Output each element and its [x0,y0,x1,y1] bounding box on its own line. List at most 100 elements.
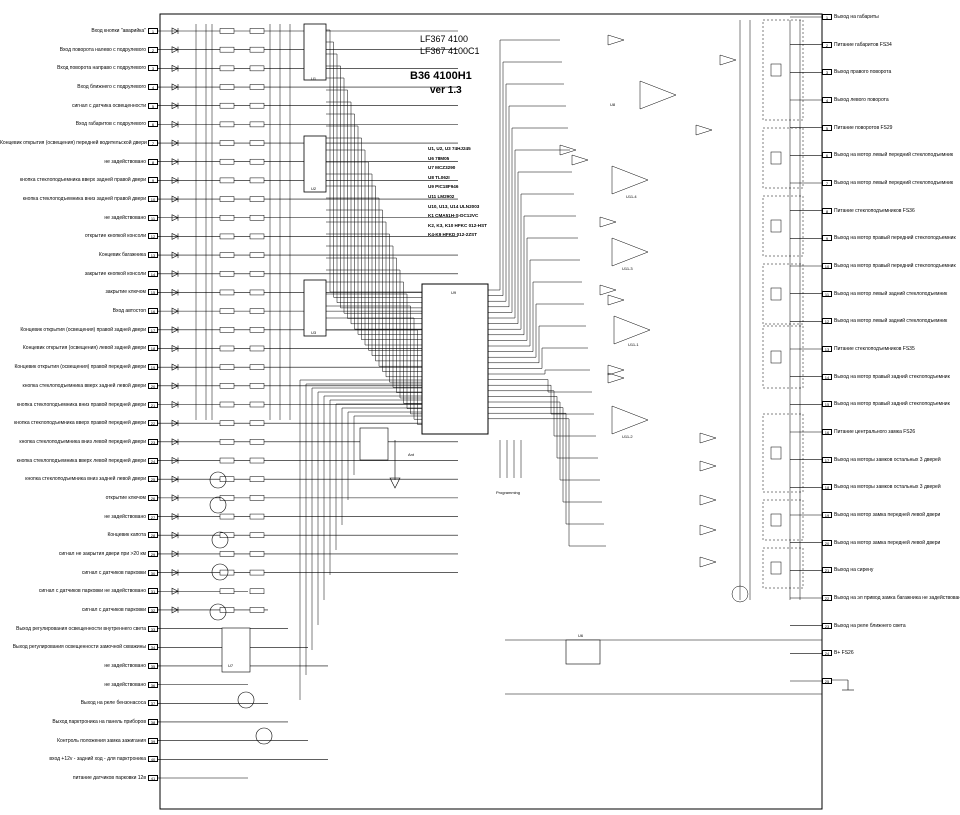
right-pin: 20 [822,539,832,546]
left-pin: 2 [148,46,158,53]
left-input-label: Выход регулирования освещенности замочно… [12,644,146,651]
relay-boxes [762,19,804,589]
right-pin: 2 [822,41,832,48]
left-input-label: кнопка стеклоподъемника вверх задней пра… [19,177,146,184]
left-input-label: Концевик открытия (освещения) левой задн… [22,345,146,352]
chip-u2 [303,135,327,193]
left-pin: 31 [148,588,158,595]
model-line-2: LF367 4100C1 [420,46,480,56]
left-input-label: Вход поворота налево с подрулевого [59,46,146,53]
left-pin: 30 [148,569,158,576]
right-pin: 6 [822,152,832,159]
legend-line: U6 78M05 [428,155,450,161]
bus-lines [299,29,422,700]
transistor-stages [209,471,273,745]
chip-label-u9: U9 [451,290,457,295]
left-input-label: Вход поворота направо с подрулевого [57,65,146,72]
left-pin: 33 [148,625,158,632]
left-pin: 41 [148,775,158,781]
left-input-label: Вход кнопки "аварийка" [91,28,146,34]
programming-header [499,440,522,478]
model-line-1: LF367 4100 [420,34,469,44]
right-pin: 12 [822,318,832,325]
left-pin: 28 [148,532,158,539]
right-pin: 25 [822,678,832,684]
chip-label-u7: U7 [228,663,234,668]
right-output-label: Выход на мотор правый передний стеклопод… [834,263,956,269]
left-input-label: открытие ключом [105,494,146,501]
antenna-icon [389,477,401,489]
right-pin: 1 [822,14,832,20]
right-output-label: Выход на реле ближнего света [834,622,906,629]
left-input-label: не задействовано [104,214,146,221]
left-input-label: Вход габаритов с подрулевого [75,121,146,128]
left-input-label: Концевик багажника [98,252,146,259]
left-pin: 34 [148,644,158,651]
left-input-label: Контроль положения замка зажигания [57,737,146,744]
left-pin: 4 [148,84,158,91]
chip-label-u1: U1 [311,76,317,81]
right-pin: 13 [822,346,832,352]
left-pin: 40 [148,756,158,763]
right-output-label: Выход на мотор левый задний стеклоподъем… [834,290,948,297]
legend-line: U9 PIC18F946 [428,184,459,190]
right-output-label: Выход правого поворота [834,69,892,76]
legend-line: U11 LM2902 [428,194,455,199]
right-pin: 3 [822,69,832,76]
left-input-label: кнопка стеклоподъемника вниз правой пере… [16,401,146,408]
right-pin: 24 [822,650,832,657]
left-pin: 21 [148,401,158,408]
left-pin: 16 [148,308,158,315]
chip-label-u2: U2 [311,186,317,191]
chip-label-u11-1: U11-1 [628,342,639,347]
left-pin: 6 [148,121,158,128]
left-input-label: Выход на реле бензонасоса [80,700,146,707]
legend-line: K1 CMA51H-S-DC12VC [428,213,479,219]
left-pin: 1 [148,28,158,34]
left-input-label: не задействовано [104,662,146,669]
left-input-label: кнопка стеклоподъемника вверх правой пер… [14,420,146,427]
left-pin: 13 [148,252,158,259]
left-pin: 17 [148,326,158,333]
right-output-label: Выход на мотор левый передний стеклоподъ… [834,152,954,159]
chip-label-u11-3: U11-3 [622,266,633,271]
right-pin: 21 [822,567,832,574]
left-pin: 35 [148,662,158,669]
left-pin: 8 [148,158,158,165]
left-input-label: закрытие ключом [105,289,146,296]
left-pin: 37 [148,700,158,707]
left-pin: 24 [148,457,158,464]
left-pin: 19 [148,364,158,371]
right-pin: 8 [822,207,832,214]
right-output-label: Выход на эл привод замка багажника не за… [834,595,960,601]
right-output-label: Выход на габариты [834,14,879,20]
left-input-label: Вход ближнего с подрулевого [77,84,146,91]
right-output-label: Выход на мотор замка передней левой двер… [834,512,941,518]
left-input-label: Выход парктроника на панель приборов [52,718,146,725]
right-pin: 11 [822,290,832,297]
right-output-label: Выход на мотор левый задний стеклоподъем… [834,318,948,325]
right-pin: 18 [822,484,832,491]
left-input-label: Концевик открытия (освещения) передней в… [0,140,147,147]
left-input-label: кнопка стеклоподъемника вниз задней лево… [25,476,146,483]
left-pin: 36 [148,681,158,688]
right-output-traces [790,16,822,682]
chip-label-u8: U8 [610,102,616,107]
left-input-label: сигнал с датчиков парковки [81,569,146,576]
legend-line: U7 MCZ3290 [428,165,456,171]
left-pin: 12 [148,233,158,240]
right-pin: 19 [822,512,832,518]
left-pin: 39 [148,737,158,744]
left-input-label: питание датчиков парковки 12в [72,775,146,781]
left-input-label: не задействовано [104,513,146,520]
left-pin: 38 [148,718,158,725]
left-input-label: кнопка стеклоподъемника вверх задней лев… [22,382,146,389]
chip-label-u11-2: U11-2 [622,434,633,439]
right-pin: 5 [822,124,832,131]
left-pin: 14 [148,270,158,277]
left-pin: 27 [148,513,158,520]
right-output-label: Питание стеклоподъемников FS36 [834,207,915,214]
right-output-label: Выход на мотор замка передней левой двер… [834,539,941,546]
legend-line: U8 TL062I [428,174,450,180]
